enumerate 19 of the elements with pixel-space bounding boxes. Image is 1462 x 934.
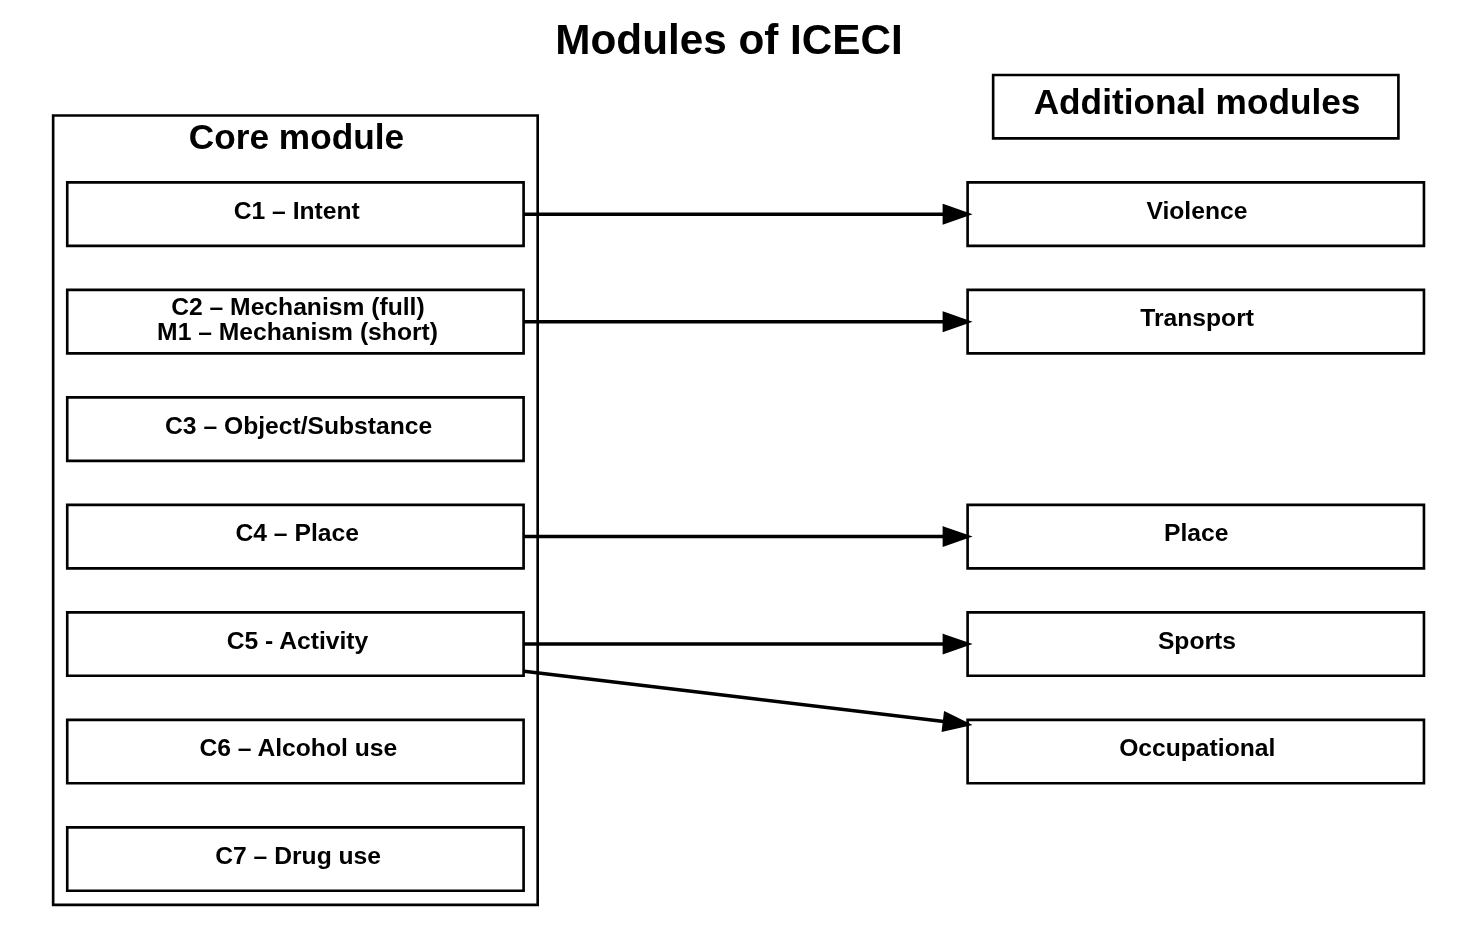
node-box: C1 – Intent [65,181,525,248]
node-box: C3 – Object/Substance [65,396,525,463]
arrow [523,311,973,333]
arrow [523,526,973,548]
arrow [523,633,973,655]
node-box: Violence [965,181,1425,248]
node-box: C2 – Mechanism (full) M1 – Mechanism (short) [65,288,525,355]
diagram-title: Modules of ICECI [554,16,903,64]
node-box: C6 – Alcohol use [65,718,525,785]
node-box: Additional modules [991,73,1400,140]
node-box: C5 - Activity [65,611,525,678]
node-box: Occupational [965,718,1425,785]
node-box: C4 – Place [65,503,525,570]
arrow [523,203,973,225]
node-box: C7 – Drug use [65,826,525,893]
node-box: Place [965,503,1425,570]
arrow [523,669,973,732]
node-box: Transport [965,288,1425,355]
node-box: Sports [965,611,1425,678]
